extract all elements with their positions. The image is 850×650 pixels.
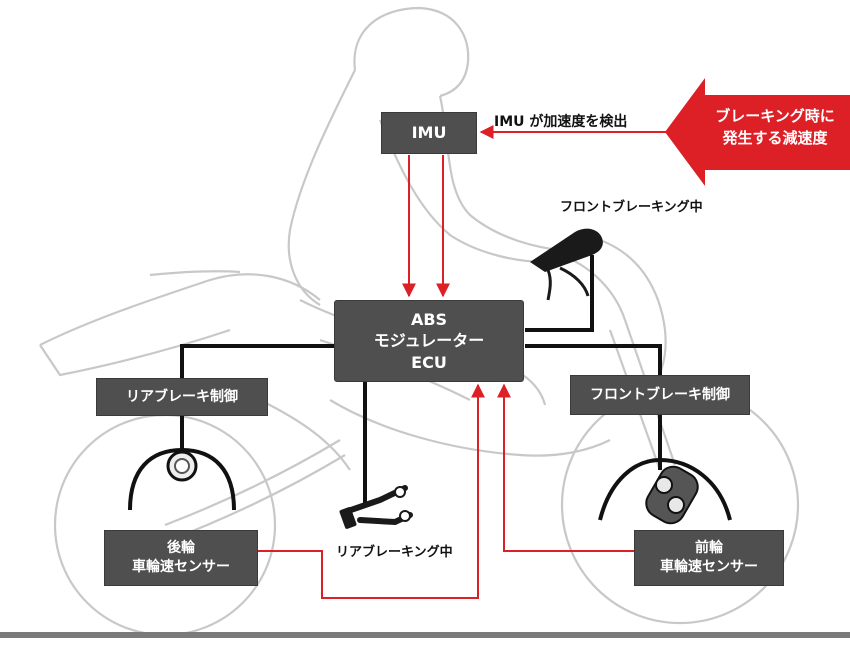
deceleration-callout-arrow (665, 78, 850, 186)
abs-line3: ECU (411, 352, 447, 372)
rear-sensor-line1: 後輪 (167, 540, 195, 557)
front-braking-label: フロントブレーキング中 (560, 200, 703, 215)
imu-box: IMU (381, 112, 477, 154)
front-brake-control-label: フロントブレーキ制御 (590, 386, 730, 403)
callout-line2: 発生する減速度 (722, 128, 828, 147)
rear-brake-control-box: リアブレーキ制御 (96, 378, 268, 416)
front-caliper-icon (598, 457, 732, 525)
rear-wheel-speed-sensor-box: 後輪 車輪速センサー (104, 530, 258, 586)
front-sensor-line1: 前輪 (695, 540, 723, 557)
front-brake-control-box: フロントブレーキ制御 (570, 375, 750, 415)
rear-braking-label: リアブレーキング中 (336, 545, 453, 560)
front-wheel-speed-sensor-box: 前輪 車輪速センサー (634, 530, 784, 586)
abs-line2: モジュレーター (373, 331, 485, 351)
imu-detect-label: IMU が加速度を検出 (494, 114, 628, 130)
rear-sensor-line2: 車輪速センサー (132, 559, 230, 575)
rear-brake-control-label: リアブレーキ制御 (126, 388, 238, 405)
callout-line1: ブレーキング時に (715, 107, 835, 125)
rear-brake-pedal-icon (339, 485, 413, 529)
rear-caliper-icon (128, 447, 236, 511)
abs-line1: ABS (410, 309, 448, 329)
imu-label: IMU (411, 123, 447, 143)
deceleration-callout: ブレーキング時に 発生する減速度 (702, 106, 848, 150)
front-brake-lever-icon (530, 228, 603, 301)
front-sensor-line2: 車輪速センサー (660, 559, 758, 575)
abs-modulator-ecu-box: ABS モジュレーター ECU (334, 300, 524, 382)
ground-line (0, 632, 850, 638)
